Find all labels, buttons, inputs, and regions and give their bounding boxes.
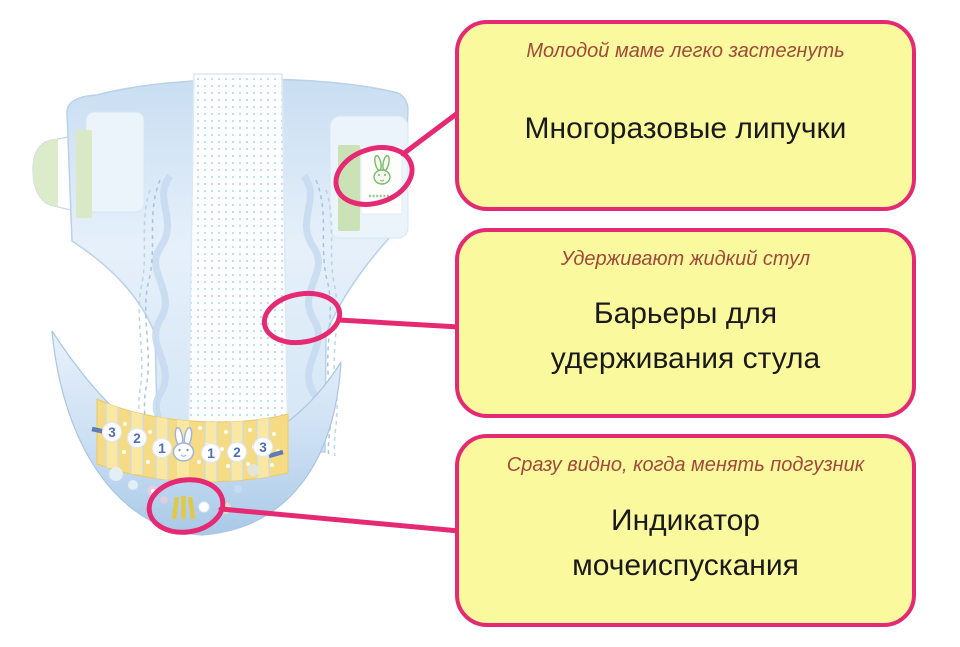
band-end-dash-right (268, 449, 284, 459)
size-number: 2 (133, 431, 141, 446)
highlights (146, 109, 462, 535)
connector-line-velcro (400, 109, 462, 157)
callout-body-line: Многоразовые липучки (524, 111, 847, 145)
connector-line-indicator (218, 506, 462, 534)
size-number: 1 (158, 441, 166, 456)
size-number: 3 (259, 440, 267, 455)
callout-body-line: мочеиспускания (572, 549, 799, 582)
absorbent-core (187, 73, 289, 459)
size-numbers: 3 2 1 1 2 3 (101, 421, 274, 464)
highlight-ellipse-indicator (146, 477, 226, 535)
highlight-ellipse-barrier (261, 290, 343, 346)
callout-stool-barriers: Удерживают жидкий стул Барьеры для удерж… (455, 228, 916, 418)
waistband-prints (109, 464, 259, 520)
callout-body-line: Барьеры для (593, 296, 778, 330)
bunny-icon (373, 154, 391, 185)
bunny-icon (172, 426, 195, 462)
callout-urination-indicator: Сразу видно, когда менять подгузник Инди… (455, 434, 916, 627)
size-scale-band: 3 2 1 1 2 3 (91, 398, 289, 483)
tape-landing-right (329, 115, 409, 239)
highlight-ellipse-velcro (333, 145, 415, 207)
callout-body-line: удерживания стула (550, 341, 821, 375)
callout-body-line: Индикатор (611, 504, 760, 537)
size-number: 2 (233, 445, 241, 460)
callout-velcro: Молодой маме легко застегнуть Многоразов… (455, 20, 916, 211)
connector-line-barrier (336, 317, 462, 330)
size-number: 1 (207, 446, 215, 461)
tape-landing-left (76, 111, 145, 218)
callout-body: Индикатор мочеиспускания (572, 477, 799, 623)
left-fastener-tab (32, 135, 75, 212)
size-number: 3 (108, 425, 116, 440)
callout-title: Сразу видно, когда менять подгузник (506, 454, 865, 476)
callout-title: Молодой маме легко застегнуть (526, 40, 845, 62)
wetness-indicator (171, 496, 196, 520)
callout-body: Барьеры для удерживания стула (551, 271, 821, 414)
callout-title: Удерживают жидкий стул (560, 248, 811, 270)
callout-body: Многоразовые липучки (525, 63, 847, 207)
